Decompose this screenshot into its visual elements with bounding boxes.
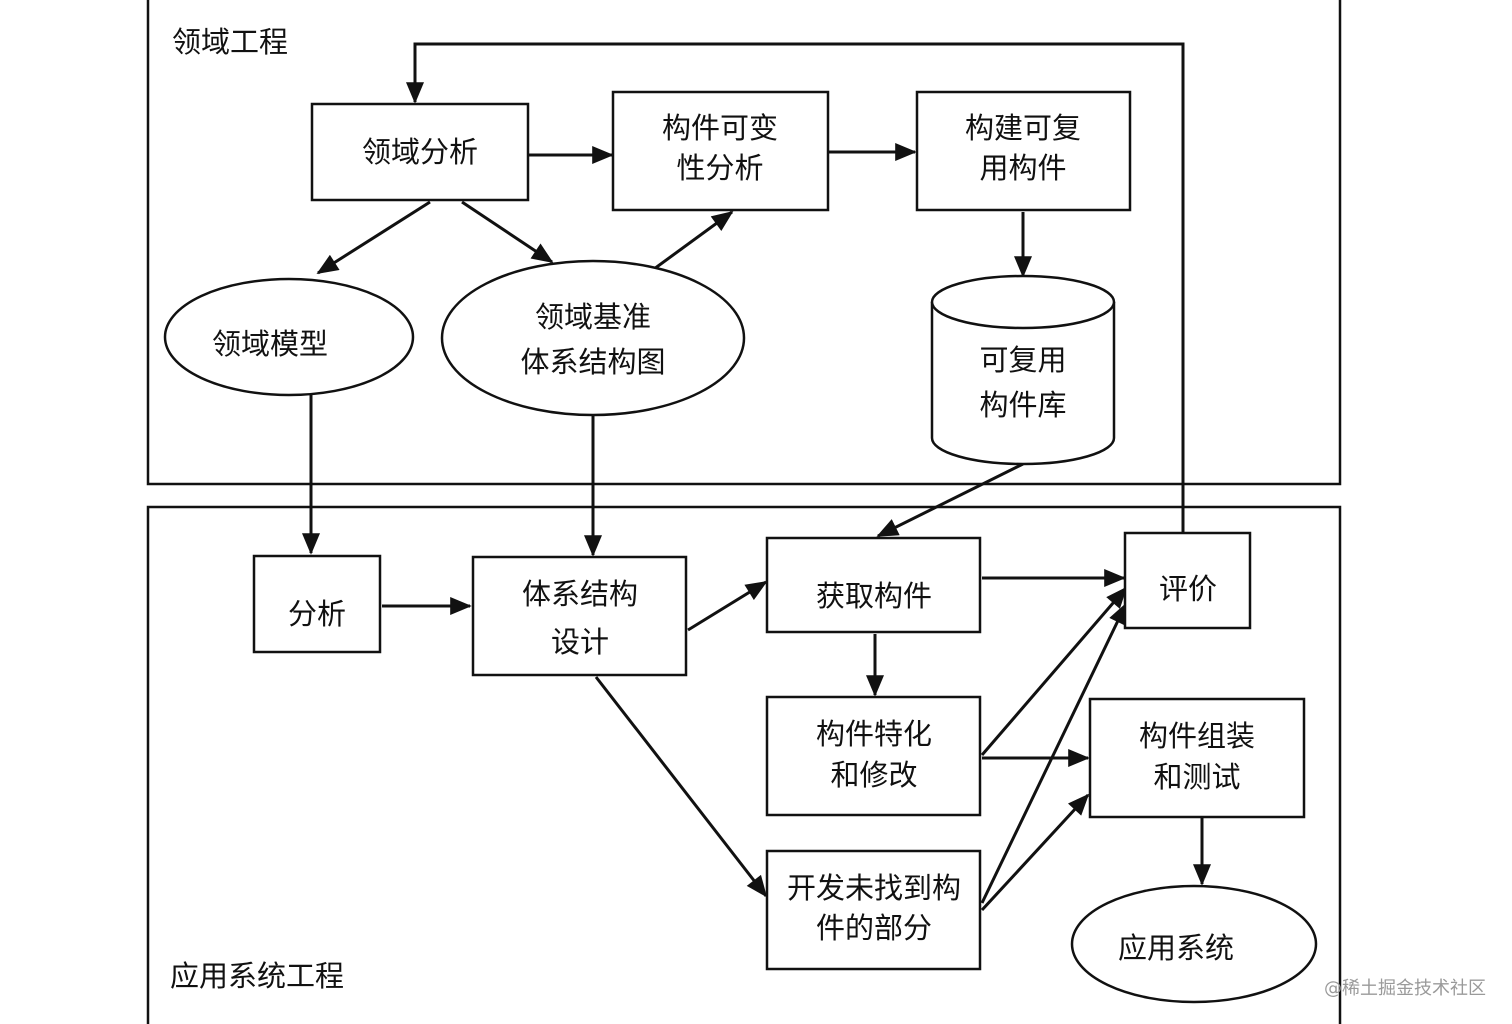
node-analysis-label: 分析 — [288, 597, 346, 631]
node-reference-architecture: 领域基准 体系结构图 — [440, 259, 746, 417]
node-variability-analysis-line2: 性分析 — [676, 151, 763, 185]
arrow-develop-to-assemble — [980, 793, 1090, 912]
node-evaluation: 评价 — [1123, 531, 1252, 630]
arrow-architecture-to-acquire — [687, 580, 768, 632]
feedback-loop-line — [406, 42, 1185, 533]
domain-engineering-frame — [146, 0, 1342, 486]
node-domain-model-label: 领域模型 — [212, 327, 328, 361]
arrow-develop-to-evaluation — [980, 602, 1128, 904]
connectors — [302, 42, 1211, 912]
node-architecture-design-line1: 体系结构 — [522, 577, 638, 611]
node-variability-analysis: 构件可变 性分析 — [611, 90, 830, 212]
arrow-library-to-acquire — [876, 462, 1024, 538]
node-acquire-components-label: 获取构件 — [816, 579, 932, 613]
node-build-reusable: 构建可复 用构件 — [915, 90, 1132, 212]
node-reference-architecture-line1: 领域基准 — [535, 300, 651, 334]
arrow-specialize-to-evaluation — [980, 586, 1128, 756]
node-develop-missing-line2: 件的部分 — [816, 911, 932, 945]
node-build-reusable-line1: 构建可复 — [965, 111, 1081, 145]
node-domain-model: 领域模型 — [163, 277, 415, 397]
node-architecture-design: 体系结构 设计 — [471, 555, 688, 677]
node-architecture-design-line2: 设计 — [551, 625, 609, 659]
node-evaluation-label: 评价 — [1159, 572, 1217, 606]
node-variability-analysis-line1: 构件可变 — [662, 111, 778, 145]
arrow-domain-analysis-to-reference — [461, 200, 554, 264]
node-assemble-test-line1: 构件组装 — [1139, 719, 1255, 753]
arrow-domain-analysis-to-model — [316, 200, 431, 275]
node-reference-architecture-line2: 体系结构图 — [520, 345, 665, 379]
node-component-library-line1: 可复用 — [979, 343, 1066, 377]
node-assemble-test-line2: 和测试 — [1153, 760, 1240, 794]
node-analysis: 分析 — [252, 554, 382, 654]
node-application-system-label: 应用系统 — [1118, 931, 1234, 965]
node-domain-analysis-label: 领域分析 — [362, 135, 478, 169]
node-domain-analysis: 领域分析 — [310, 102, 530, 202]
application-engineering-label: 应用系统工程 — [170, 959, 344, 993]
arrow-reference-to-variability — [642, 210, 734, 279]
node-assemble-test: 构件组装 和测试 — [1088, 697, 1306, 819]
watermark: @稀土掘金技术社区 — [1324, 978, 1486, 999]
node-specialize-modify-line1: 构件特化 — [816, 717, 932, 751]
node-component-library-line2: 构件库 — [979, 388, 1066, 422]
node-develop-missing: 开发未找到构 件的部分 — [765, 849, 982, 971]
application-engineering-frame — [146, 505, 1342, 1024]
node-acquire-components: 获取构件 — [765, 536, 982, 634]
node-specialize-modify-line2: 和修改 — [830, 758, 917, 792]
node-develop-missing-line1: 开发未找到构 — [787, 871, 961, 905]
node-build-reusable-line2: 用构件 — [979, 151, 1066, 185]
domain-engineering-label: 领域工程 — [172, 25, 288, 59]
node-application-system: 应用系统 — [1070, 884, 1318, 1004]
arrow-architecture-to-develop — [594, 676, 768, 898]
node-specialize-modify: 构件特化 和修改 — [765, 695, 982, 817]
node-component-library: 可复用 构件库 — [930, 274, 1116, 466]
